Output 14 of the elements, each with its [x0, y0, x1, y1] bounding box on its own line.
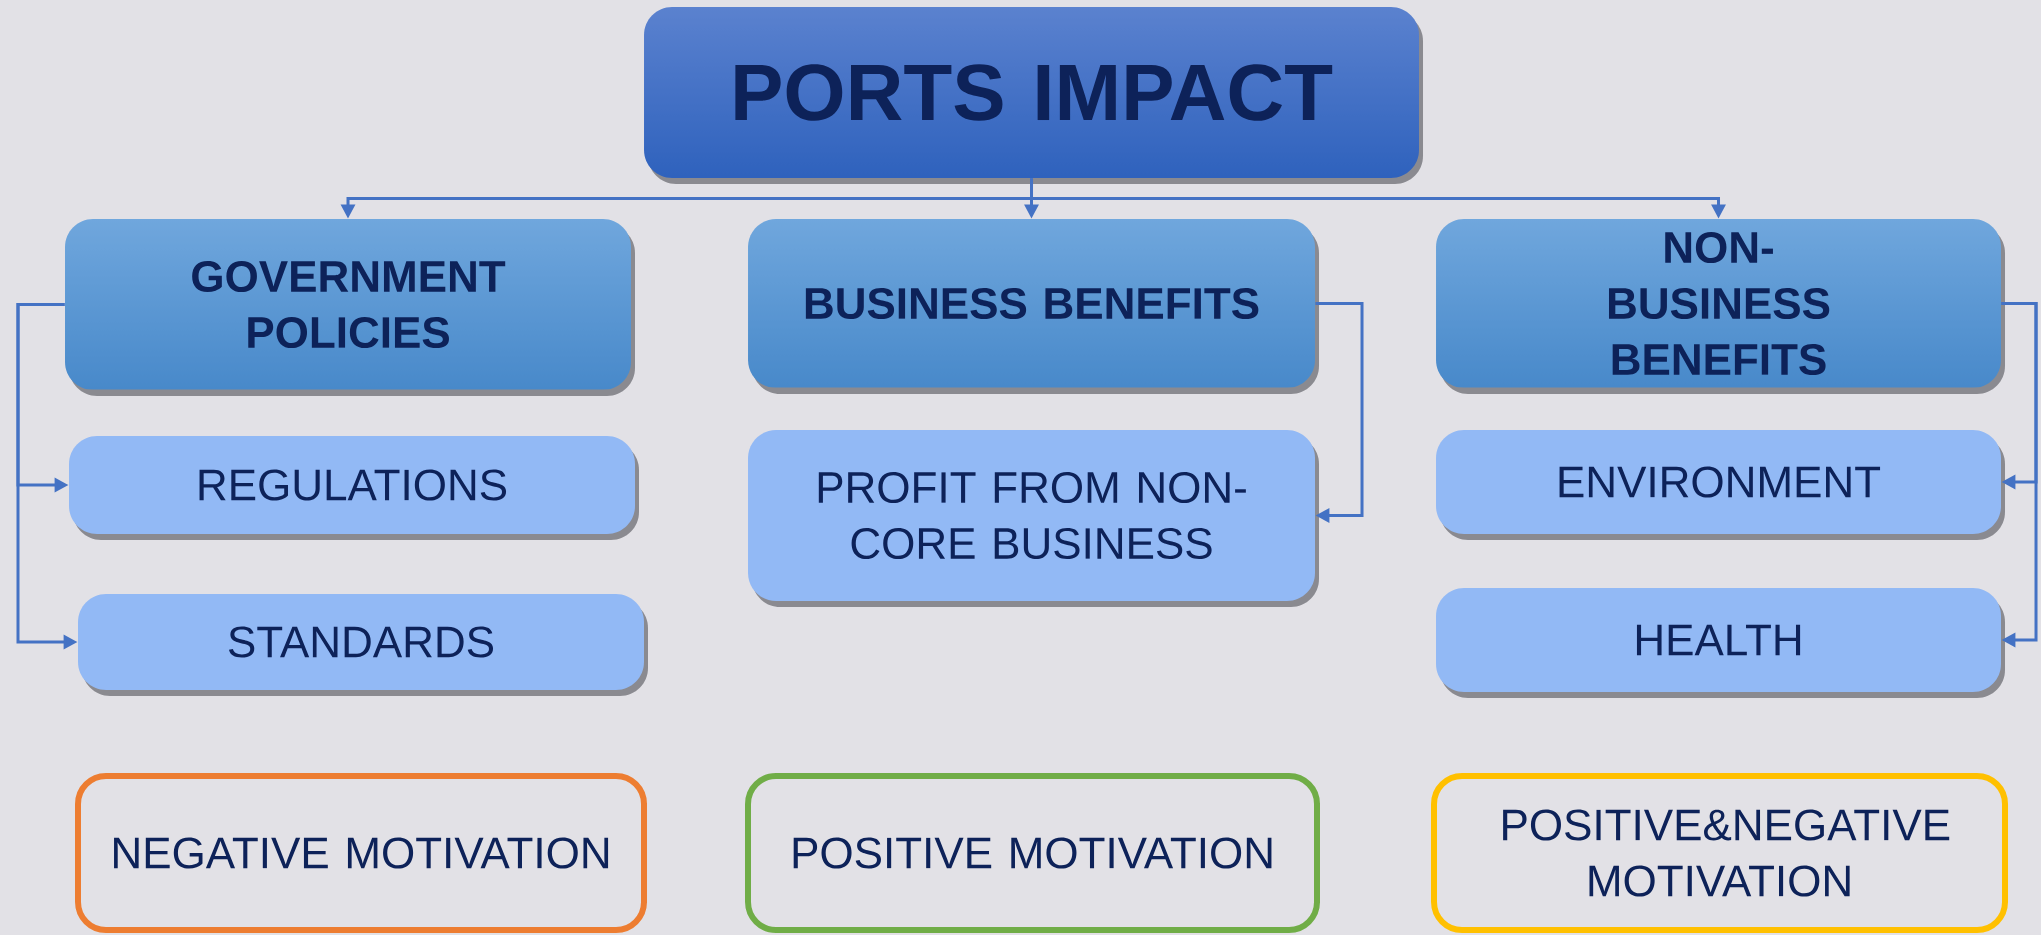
motivation-box: NEGATIVE MOTIVATION	[75, 773, 647, 933]
item-box: PROFIT FROM NON-CORE BUSINESS	[748, 430, 1319, 607]
item-box: REGULATIONS	[69, 436, 639, 540]
motivation-box: POSITIVE MOTIVATION	[745, 773, 1320, 933]
top-box: PORTS IMPACT	[644, 7, 1423, 184]
arrow	[1315, 302, 1364, 523]
item-box: ENVIRONMENT	[1436, 430, 2005, 540]
item-box: STANDARDS	[78, 594, 648, 696]
arrow	[2001, 302, 2038, 648]
category-box: BUSINESS BENEFITS	[748, 219, 1319, 394]
motivation-box: POSITIVE&NEGATIVE MOTIVATION	[1431, 773, 2008, 933]
category-box: GOVERNMENT POLICIES	[65, 219, 635, 396]
category-box: NON-BUSINESS BENEFITS	[1436, 219, 2005, 394]
item-box: HEALTH	[1436, 588, 2005, 698]
